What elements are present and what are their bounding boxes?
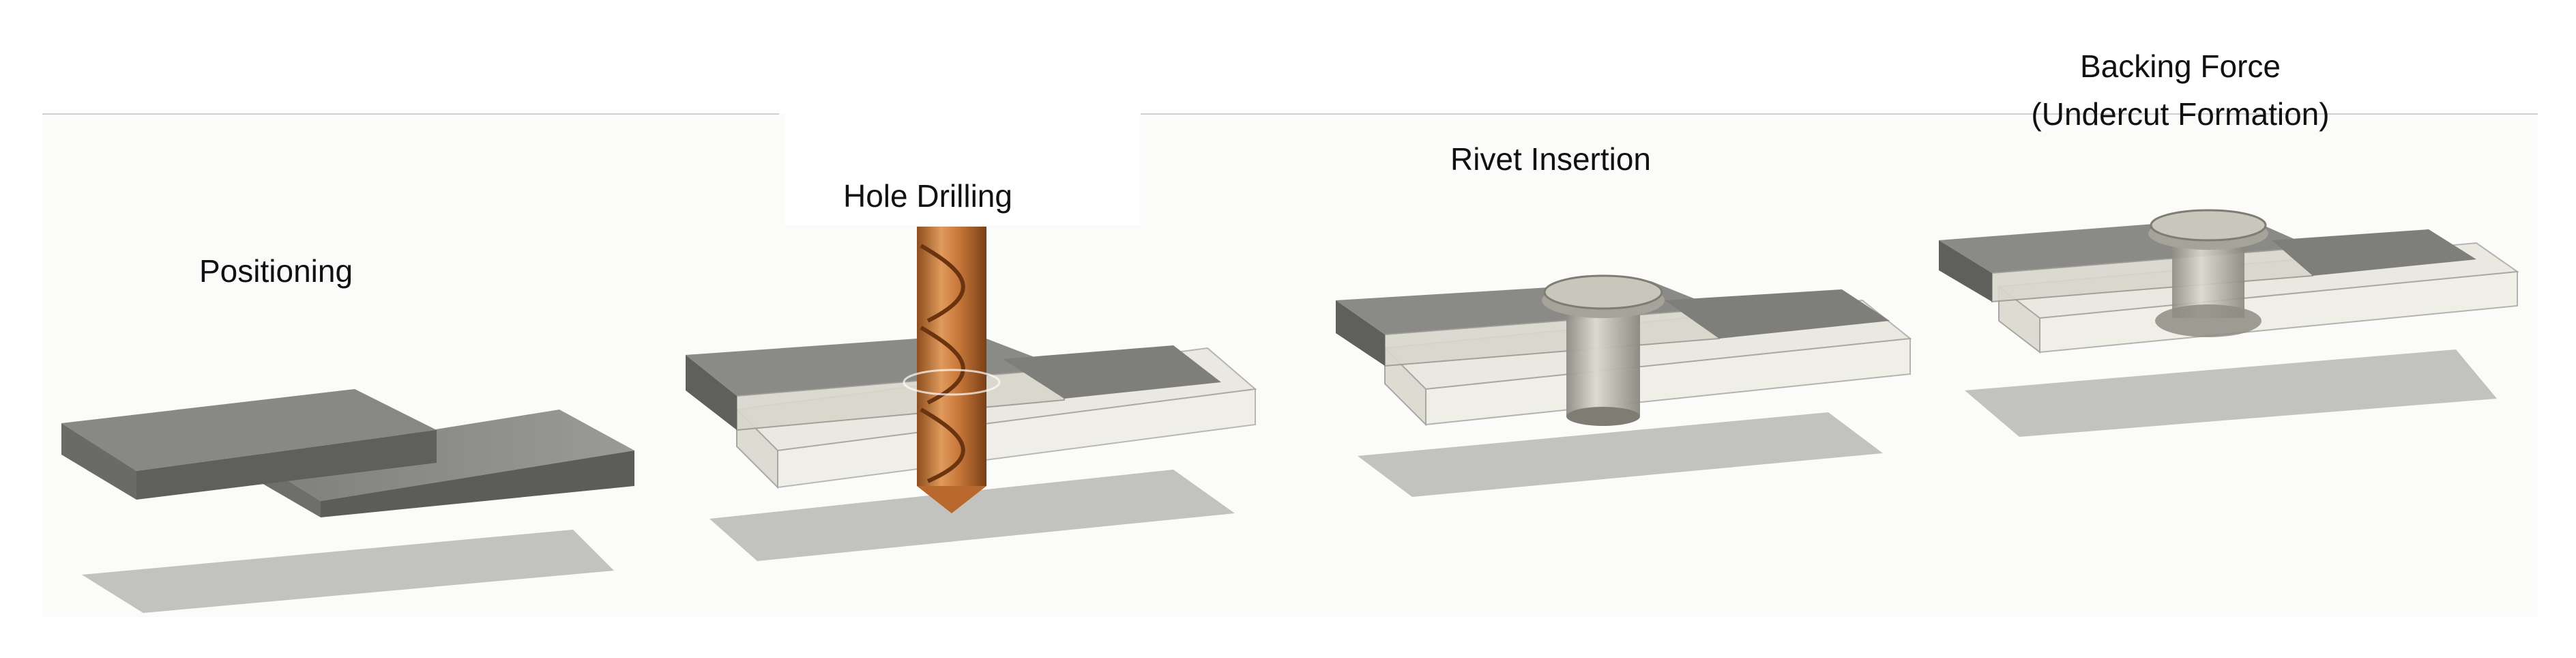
top-rule-right	[1141, 113, 2538, 115]
rivet-head-top	[1543, 274, 1663, 310]
drilling-upper-plate-side	[686, 355, 737, 430]
diagram-background	[42, 113, 2538, 617]
positioning-upper-plate-top	[61, 389, 437, 471]
positioning-lower-plate-front	[321, 450, 634, 517]
backing-upper-plate-side	[1939, 240, 1992, 302]
drill-bit-shank	[917, 227, 986, 486]
top-rule-left	[42, 113, 779, 115]
backing-upper-plate-right-top	[2272, 229, 2476, 276]
positioning-lower-plate-top	[252, 410, 634, 501]
rivet-upper-plate-right-top	[1665, 289, 1890, 339]
label-backing-force: Backing Force	[2079, 48, 2281, 84]
positioning-upper-plate-side	[61, 423, 136, 500]
label-hole-drilling: Hole Drilling	[843, 178, 1012, 214]
drill-hole-ring	[903, 369, 1001, 396]
label-undercut-formation: (Undercut Formation)	[2031, 96, 2330, 132]
rivet-insertion-shadow	[1358, 412, 1883, 497]
drilling-figure	[686, 227, 1257, 561]
drill-flute-2	[920, 326, 965, 405]
positioning-shadow	[82, 530, 614, 613]
backing-lower-plate-side	[1998, 285, 2040, 354]
drill-label-backdrop	[785, 102, 1139, 225]
backing-shadow	[1965, 349, 2497, 437]
backing-force-figure	[1939, 209, 2519, 437]
rivet-upper-plate-side	[1336, 300, 1385, 366]
positioning-upper-plate-front	[136, 430, 437, 500]
rivet-shank-bottom	[1566, 407, 1640, 426]
drill-flute-1	[920, 244, 965, 323]
rivet-lower-plate-side	[1384, 346, 1426, 427]
backing-rivet-head-top	[2150, 209, 2267, 242]
drilling-shadow	[709, 470, 1235, 561]
positioning-figure	[61, 389, 634, 613]
label-positioning: Positioning	[199, 253, 353, 289]
backing-rivet-undercut	[2155, 304, 2262, 337]
drilling-upper-plate-right-top	[1003, 345, 1221, 399]
label-rivet-insertion: Rivet Insertion	[1450, 141, 1652, 177]
drill-flute-3	[920, 407, 965, 483]
rivet-insertion-figure	[1336, 274, 1912, 497]
drill-bit-tip	[917, 486, 986, 513]
